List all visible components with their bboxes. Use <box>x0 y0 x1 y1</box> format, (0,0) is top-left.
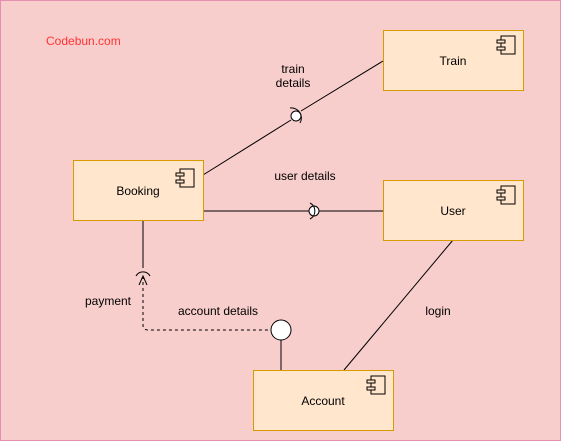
train-details-interface <box>289 107 302 124</box>
component-label: User <box>440 204 465 218</box>
connectors <box>142 60 454 371</box>
component-label: Booking <box>116 184 159 198</box>
account-provided-interface-circle <box>270 319 292 341</box>
uml-component-icon <box>366 375 386 395</box>
required-interface-socket <box>309 202 316 220</box>
dependency-arrowhead <box>138 274 148 286</box>
train-details-label-line2: details <box>276 76 311 90</box>
component-train[interactable]: Train <box>383 30 524 91</box>
user-details-label: user details <box>274 169 335 183</box>
component-label: Account <box>301 394 345 408</box>
account-details-dependency <box>142 276 271 331</box>
component-label: Train <box>440 54 467 68</box>
train-interface-connector <box>300 60 384 112</box>
payment-interface <box>135 271 151 286</box>
booking-train-connector <box>202 119 292 176</box>
uml-component-icon <box>496 35 516 55</box>
train-details-label-line1: train <box>281 62 304 76</box>
component-account[interactable]: Account <box>253 370 394 431</box>
watermark-text: Codebun.com <box>46 34 121 48</box>
payment-label: payment <box>85 294 132 308</box>
user-details-interface <box>308 202 320 220</box>
required-interface-socket <box>289 107 302 124</box>
required-interface-socket <box>135 271 151 277</box>
account-details-label: account details <box>178 304 258 318</box>
uml-component-icon <box>496 185 516 205</box>
component-booking[interactable]: Booking <box>73 160 204 221</box>
uml-component-icon <box>175 168 195 188</box>
login-label: login <box>425 304 450 318</box>
component-user[interactable]: User <box>383 180 524 241</box>
user-account-login-connector <box>343 239 454 371</box>
